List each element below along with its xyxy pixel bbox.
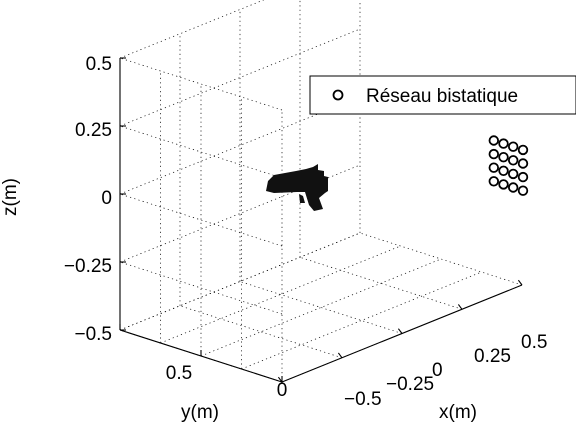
tick-labels: 0.5 0.25 0 −0.25 −0.5 0.5 0 −0.5 −0.25 0… [64, 54, 548, 410]
scatter-point [517, 158, 529, 169]
scatter-point [488, 148, 500, 160]
z-tick-label: 0.5 [86, 54, 112, 75]
floor-grid-line [200, 258, 442, 357]
x-tick-label: −0.5 [344, 389, 382, 410]
y-axis-label: y(m) [181, 402, 219, 423]
floor-grid-line [241, 271, 482, 370]
scatter-series [488, 135, 529, 196]
axis-tick-mark [517, 279, 523, 286]
scatter-point [517, 185, 529, 196]
scatter-point [498, 165, 509, 177]
floor-grid-line [239, 281, 403, 334]
z-tick-label: −0.5 [74, 324, 112, 345]
scatter-point [488, 162, 500, 173]
back-wall-grid-line [119, 28, 361, 127]
wall-grid-line [119, 125, 283, 179]
back-wall-grid-line [119, 232, 361, 331]
z-tick-label: 0 [101, 188, 112, 209]
wall-grid-line [119, 261, 283, 315]
y-tick-label: 0 [277, 380, 288, 401]
scatter-point [488, 176, 500, 187]
legend-entry-label: Réseau bistatique [366, 86, 518, 107]
scatter-point [508, 141, 519, 152]
x-tick-label: 0.5 [521, 332, 547, 353]
scatter-point [508, 182, 519, 193]
x-axis-label: x(m) [439, 402, 477, 423]
scatter-point [517, 144, 529, 156]
chart-axes-box [119, 57, 523, 383]
scatter-point [508, 155, 519, 166]
pistol-icon [266, 164, 328, 211]
axis-tick-mark [397, 328, 403, 334]
legend: Réseau bistatique [309, 75, 576, 115]
z-axis-label: z(m) [0, 178, 21, 216]
z-tick-label: −0.25 [64, 256, 112, 277]
axis-labels: z(m) y(m) x(m) [0, 178, 477, 423]
legend-marker [332, 89, 344, 101]
wall-grid-line [119, 193, 283, 247]
scatter-point [498, 179, 509, 190]
z-tick-label: 0.25 [75, 120, 112, 141]
axis-tick-mark [457, 304, 463, 310]
scatter-point [517, 171, 529, 183]
axis-tick-mark [337, 352, 343, 359]
scatter-point [498, 138, 509, 149]
legend-box [309, 75, 576, 115]
x-tick-label: 0.25 [474, 346, 511, 367]
pistol-object [266, 164, 328, 211]
scatter-point [498, 151, 509, 163]
x-tick-label: −0.25 [386, 374, 434, 395]
floor-grid-line [160, 245, 401, 344]
wall-grid-line [119, 57, 283, 111]
back-wall-grid-line [119, 0, 265, 59]
floor-grid-line [179, 305, 343, 359]
y-tick-label: 0.5 [166, 363, 192, 384]
floor-grid-line [359, 232, 523, 286]
scatter-point [508, 168, 519, 180]
floor-grid-line [299, 256, 463, 310]
x-tick-label: 0 [432, 360, 443, 381]
scatter-point [488, 135, 500, 146]
axis-tick-mark [277, 376, 283, 383]
